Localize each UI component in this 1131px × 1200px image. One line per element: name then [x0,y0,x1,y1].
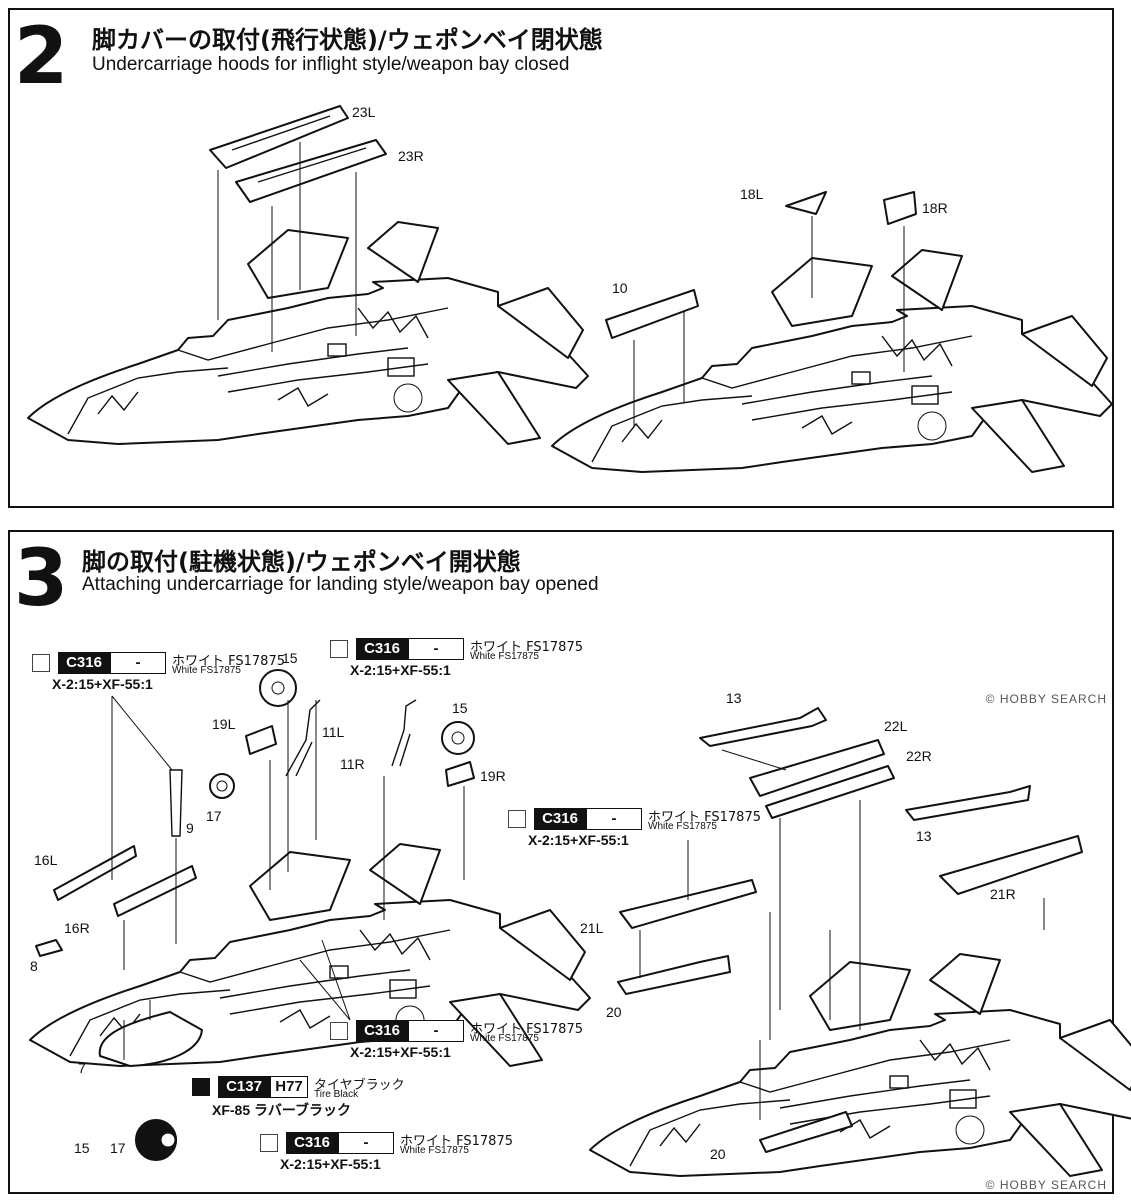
paint-code: C316 [356,638,408,660]
part-label-15-right: 15 [452,700,468,716]
paint-code-alt: - [338,1132,394,1154]
step-3-number: 3 [14,534,68,624]
part-label-9: 9 [186,820,194,836]
paint-checkbox [260,1134,278,1152]
step-2-title-en: Undercarriage hoods for inflight style/w… [92,54,570,75]
paint-mix: X-2:15+XF-55:1 [528,832,629,848]
paint-mix: X-2:15+XF-55:1 [350,1044,451,1060]
part-label-16R: 16R [64,920,90,936]
paint-name-en: White FS17875 [470,651,539,662]
part-label-10: 10 [612,280,628,296]
part-label-18R: 18R [922,200,948,216]
paint-name-en: White FS17875 [172,665,241,676]
part-label-13-bottom: 13 [916,828,932,844]
part-label-19R: 19R [480,768,506,784]
step-3-title-jp: 脚の取付(駐機状態)/ウェポンベイ開状態 [82,548,521,576]
paint-name-jp: ホワイト FS17875 [470,640,583,655]
paint-mix: X-2:15+XF-55:1 [280,1156,381,1172]
step-2-title-jp: 脚カバーの取付(飛行状態)/ウェポンベイ閉状態 [92,26,603,54]
part-label-22R: 22R [906,748,932,764]
paint-code: C316 [534,808,586,830]
watermark-top: © HOBBY SEARCH [985,692,1107,706]
part-label-13-top: 13 [726,690,742,706]
paint-name-en: White FS17875 [470,1033,539,1044]
paint-checkbox [330,640,348,658]
part-label-23L: 23L [352,104,376,120]
paint-callout-white-5: C316 - ホワイト FS17875 White FS17875 X-2:15… [260,1132,520,1172]
paint-callout-white-4: C316 - ホワイト FS17875 White FS17875 X-2:15… [330,1020,590,1060]
paint-name-en: White FS17875 [648,821,717,832]
paint-name-jp: ホワイト FS17875 [648,810,761,825]
paint-code: C316 [286,1132,338,1154]
paint-checkbox [508,810,526,828]
paint-code-alt: H77 [270,1076,308,1098]
paint-callout-white-2: C316 - ホワイト FS17875 White FS17875 X-2:15… [330,638,590,678]
paint-code: C316 [58,652,110,674]
paint-checkbox [32,654,50,672]
part-label-21R: 21R [990,886,1016,902]
paint-code-alt: - [110,652,166,674]
part-label-15-tire: 15 [74,1140,90,1156]
paint-name-en: Tire Black [314,1089,359,1100]
part-label-15-left: 15 [282,650,298,666]
part-label-20-top: 20 [606,1004,622,1020]
paint-name-jp: ホワイト FS17875 [172,654,285,669]
watermark-bottom: © HOBBY SEARCH [985,1178,1107,1192]
paint-name-en: White FS17875 [400,1145,469,1156]
step-3-title-en: Attaching undercarriage for landing styl… [82,574,599,595]
paint-checkbox [330,1022,348,1040]
part-label-22L: 22L [884,718,908,734]
paint-code-alt: - [586,808,642,830]
paint-code-alt: - [408,638,464,660]
part-label-18L: 18L [740,186,764,202]
step-2-number: 2 [14,12,68,102]
part-label-17-top: 17 [206,808,222,824]
paint-mix: XF-85 ラバーブラック [212,1102,352,1118]
part-label-19L: 19L [212,716,236,732]
paint-name-jp: ホワイト FS17875 [470,1022,583,1037]
paint-name-jp: タイヤブラック [314,1078,405,1093]
part-label-20-bottom: 20 [710,1146,726,1162]
paint-code: C137 [218,1076,270,1098]
paint-mix: X-2:15+XF-55:1 [52,676,153,692]
paint-callout-tire-black: C137 H77 タイヤブラック Tire Black XF-85 ラバーブラッ… [192,1076,452,1118]
paint-code: C316 [356,1020,408,1042]
paint-checkbox [192,1078,210,1096]
part-label-7: 7 [78,1060,86,1076]
paint-code-alt: - [408,1020,464,1042]
paint-name-jp: ホワイト FS17875 [400,1134,513,1149]
paint-callout-white-3: C316 - ホワイト FS17875 White FS17875 X-2:15… [508,808,768,848]
part-label-8: 8 [30,958,38,974]
part-label-16L: 16L [34,852,58,868]
paint-mix: X-2:15+XF-55:1 [350,662,451,678]
part-label-11R: 11R [340,756,365,772]
part-label-11L: 11L [322,724,345,740]
part-label-21L: 21L [580,920,604,936]
part-label-17-tire: 17 [110,1140,126,1156]
part-label-23R: 23R [398,148,424,164]
paint-callout-white-1: C316 - ホワイト FS17875 White FS17875 X-2:15… [32,652,292,692]
